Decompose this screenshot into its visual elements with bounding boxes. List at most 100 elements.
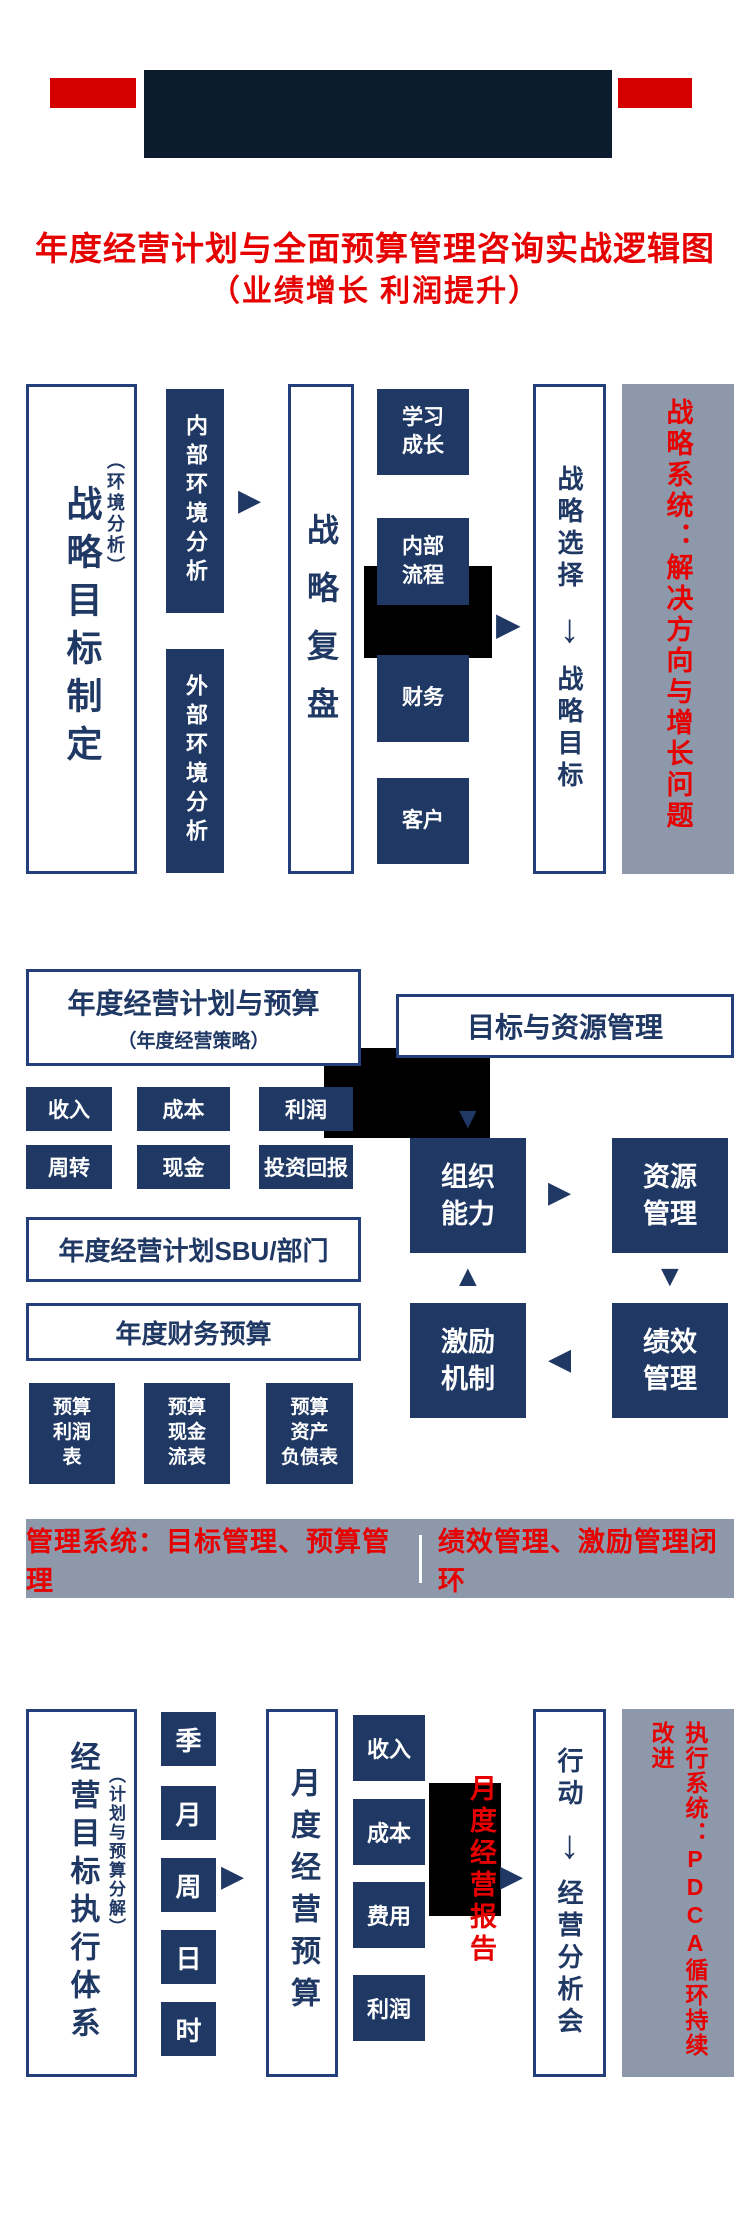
- item-cost-label: 成本: [366, 1821, 411, 1846]
- strategy-choice-box: 战略选择 ↓ 战略目标: [533, 384, 606, 874]
- arrow-down-icon: ▼: [453, 1102, 483, 1135]
- page-subtitle: （业绩增长 利润提升）: [209, 275, 541, 308]
- metric-profit-box: 利润: [259, 1087, 353, 1131]
- finance-budget-box: 年度财务预算: [26, 1303, 361, 1361]
- bsc-process-label: 内部 流程: [402, 535, 444, 587]
- action-box: 行动 ↓ 经营分析会: [533, 1709, 606, 2077]
- monthly-budget-box: 月度经营预算: [266, 1709, 338, 2077]
- item-profit-label: 利润: [366, 1997, 411, 2022]
- metric-revenue-label: 收入: [48, 1099, 90, 1122]
- item-profit-box: 利润: [353, 1975, 425, 2041]
- budget-income-statement-box: 预算 利润 表: [29, 1383, 115, 1484]
- sbu-plan-box: 年度经营计划SBU/部门: [26, 1217, 361, 1282]
- bsc-learning-label: 学习 成长: [402, 405, 444, 457]
- performance-box: 绩效 管理: [612, 1303, 728, 1418]
- annual-plan-box: 年度经营计划与预算 （年度经营策略）: [26, 969, 361, 1066]
- execution-system-box: 经营目标执行体系 （计划与预算分解）: [26, 1709, 137, 2077]
- budget-cashflow-label: 预算 现金 流表: [167, 1397, 206, 1468]
- arrow-up-icon: ▲: [453, 1260, 483, 1293]
- metric-turnover-label: 周转: [48, 1157, 90, 1180]
- item-revenue-label: 收入: [366, 1737, 411, 1762]
- period-week-box: 周: [161, 1858, 216, 1912]
- resource-mgmt-box: 资源 管理: [612, 1138, 728, 1253]
- bsc-finance-box: 财务: [377, 655, 469, 742]
- management-system-left-label: 管理系统：目标管理、预算管理: [26, 1526, 390, 1596]
- finance-budget-label: 年度财务预算: [115, 1318, 272, 1349]
- item-expense-box: 费用: [353, 1882, 425, 1948]
- strategy-review-box: 战略复盘: [288, 384, 354, 874]
- strategy-sidebar: 战略系统：解决方向与增长问题: [622, 384, 734, 874]
- period-quarter-box: 季: [161, 1712, 216, 1766]
- annual-plan-note: （年度经营策略）: [117, 1031, 270, 1052]
- external-env-label: 外部环境分析: [183, 674, 208, 848]
- banner-divider: [418, 1534, 422, 1583]
- budget-balance-sheet-label: 预算 资产 负债表: [280, 1397, 338, 1468]
- budget-balance-sheet-box: 预算 资产 负债表: [266, 1383, 353, 1484]
- arrow-left-icon: ◀: [548, 1343, 572, 1376]
- goal-resource-box: 目标与资源管理: [396, 994, 734, 1058]
- incentive-box: 激励 机制: [410, 1303, 526, 1418]
- strategy-choice-label: 战略选择: [554, 465, 584, 593]
- arrow-right-icon: ▶: [221, 1860, 245, 1893]
- down-arrow-icon: ↓: [559, 1823, 580, 1867]
- budget-cashflow-box: 预算 现金 流表: [144, 1383, 230, 1484]
- period-day-label: 日: [175, 1943, 202, 1974]
- arrow-right-icon: ▶: [238, 484, 262, 517]
- execution-black-connector: [429, 1783, 501, 1916]
- management-system-right-label: 绩效管理、激励管理闭环: [437, 1526, 718, 1596]
- execution-sidebar: 执行系统：PDCA循环持续改进: [622, 1709, 734, 2077]
- monthly-report-label: 月度经营报告: [466, 1774, 496, 1966]
- performance-label: 绩效 管理: [643, 1327, 697, 1394]
- period-hour-box: 时: [161, 2002, 216, 2056]
- management-system-banner: 管理系统：目标管理、预算管理 绩效管理、激励管理闭环: [26, 1519, 734, 1598]
- budget-income-statement-label: 预算 利润 表: [52, 1397, 91, 1468]
- external-env-box: 外部环境分析: [166, 649, 224, 873]
- banner-red-left: [50, 78, 136, 108]
- strategy-goal-box: 战略目标制定 （环境分析）: [26, 384, 137, 874]
- arrow-right-icon: ▶: [500, 1860, 524, 1893]
- item-expense-label: 费用: [366, 1904, 411, 1929]
- bsc-learning-box: 学习 成长: [377, 389, 469, 475]
- sbu-plan-label: 年度经营计划SBU/部门: [58, 1236, 329, 1266]
- arrow-right-icon: ▶: [548, 1176, 572, 1209]
- bsc-customer-box: 客户: [377, 778, 469, 864]
- period-month-box: 月: [161, 1786, 216, 1840]
- period-quarter-label: 季: [175, 1725, 202, 1756]
- execution-sidebar-label: 执行系统：PDCA循环持续改进: [648, 1721, 708, 2058]
- item-cost-box: 成本: [353, 1799, 425, 1865]
- incentive-label: 激励 机制: [441, 1327, 495, 1394]
- org-capability-label: 组织 能力: [441, 1162, 495, 1229]
- arrow-down-icon: ▼: [655, 1260, 685, 1293]
- bsc-customer-label: 客户: [402, 808, 444, 832]
- period-hour-label: 时: [175, 2015, 202, 2046]
- banner-red-right: [618, 78, 692, 108]
- down-arrow-icon: ↓: [559, 607, 580, 651]
- analysis-meeting-label: 经营分析会: [554, 1879, 584, 2039]
- period-day-box: 日: [161, 1930, 216, 1984]
- bsc-process-box: 内部 流程: [377, 518, 469, 605]
- org-capability-box: 组织 能力: [410, 1138, 526, 1253]
- metric-turnover-box: 周转: [26, 1145, 112, 1189]
- metric-roi-label: 投资回报: [264, 1157, 348, 1180]
- strategy-target-label: 战略目标: [554, 665, 584, 793]
- resource-mgmt-label: 资源 管理: [643, 1162, 697, 1229]
- metric-cost-box: 成本: [137, 1087, 230, 1131]
- period-month-label: 月: [175, 1799, 202, 1830]
- strategy-review-label: 战略复盘: [303, 513, 339, 745]
- internal-env-box: 内部环境分析: [166, 389, 224, 613]
- annual-plan-title: 年度经营计划与预算: [67, 988, 320, 1019]
- execution-system-title: 经营目标执行体系: [65, 1741, 99, 2045]
- logo-banner: [144, 70, 612, 158]
- internal-env-label: 内部环境分析: [183, 414, 208, 588]
- metric-cash-box: 现金: [137, 1145, 230, 1189]
- period-week-label: 周: [175, 1871, 202, 1902]
- goal-resource-label: 目标与资源管理: [466, 1012, 663, 1043]
- strategy-sidebar-label: 战略系统：解决方向与增长问题: [662, 398, 693, 832]
- metric-revenue-box: 收入: [26, 1087, 112, 1131]
- action-label: 行动: [554, 1747, 584, 1811]
- strategy-goal-note: （环境分析）: [105, 451, 125, 577]
- page-title: 年度经营计划与全面预算管理咨询实战逻辑图: [35, 230, 715, 267]
- metric-roi-box: 投资回报: [259, 1145, 353, 1189]
- strategy-goal-title: 战略目标制定: [61, 485, 103, 773]
